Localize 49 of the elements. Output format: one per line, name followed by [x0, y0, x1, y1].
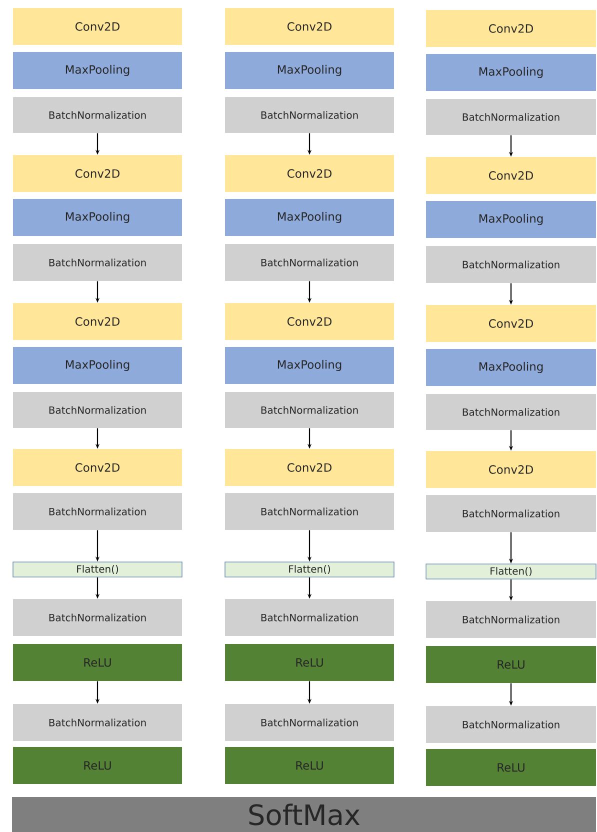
activation-layer-box: ReLU	[426, 749, 596, 786]
activation-layer-box: ReLU	[13, 747, 182, 784]
activation-layer-box: ReLU	[13, 644, 182, 681]
conv-layer-box: Conv2D	[13, 155, 182, 192]
normalization-layer-box: BatchNormalization	[13, 599, 182, 636]
pooling-layer-box: MaxPooling	[426, 349, 596, 386]
output-layer-box: SoftMax	[12, 797, 596, 832]
normalization-layer-box: BatchNormalization	[225, 392, 394, 428]
conv-layer-box: Conv2D	[13, 449, 182, 486]
conv-layer-box: Conv2D	[13, 8, 182, 45]
normalization-layer-box: BatchNormalization	[225, 244, 394, 281]
activation-layer-box: ReLU	[426, 646, 596, 683]
normalization-layer-box: BatchNormalization	[13, 244, 182, 281]
activation-layer-box: ReLU	[225, 747, 394, 784]
conv-layer-box: Conv2D	[426, 157, 596, 194]
conv-layer-box: Conv2D	[13, 303, 182, 340]
pooling-layer-box: MaxPooling	[13, 199, 182, 236]
conv-layer-box: Conv2D	[225, 449, 394, 486]
normalization-layer-box: BatchNormalization	[13, 704, 182, 741]
pooling-layer-box: MaxPooling	[225, 52, 394, 89]
conv-layer-box: Conv2D	[225, 303, 394, 340]
pooling-layer-box: MaxPooling	[225, 347, 394, 384]
normalization-layer-box: BatchNormalization	[225, 704, 394, 741]
flatten-layer-box: Flatten()	[12, 562, 182, 578]
normalization-layer-box: BatchNormalization	[426, 394, 596, 430]
normalization-layer-box: BatchNormalization	[225, 97, 394, 133]
pooling-layer-box: MaxPooling	[426, 201, 596, 238]
conv-layer-box: Conv2D	[426, 10, 596, 47]
normalization-layer-box: BatchNormalization	[426, 601, 596, 638]
normalization-layer-box: BatchNormalization	[426, 495, 596, 532]
conv-layer-box: Conv2D	[426, 305, 596, 342]
normalization-layer-box: BatchNormalization	[225, 599, 394, 636]
pooling-layer-box: MaxPooling	[225, 199, 394, 236]
pooling-layer-box: MaxPooling	[426, 54, 596, 91]
conv-layer-box: Conv2D	[225, 155, 394, 192]
flatten-layer-box: Flatten()	[224, 562, 394, 578]
normalization-layer-box: BatchNormalization	[13, 97, 182, 133]
pooling-layer-box: MaxPooling	[13, 347, 182, 384]
conv-layer-box: Conv2D	[225, 8, 394, 45]
flatten-layer-box: Flatten()	[426, 564, 596, 580]
conv-layer-box: Conv2D	[426, 451, 596, 488]
normalization-layer-box: BatchNormalization	[225, 493, 394, 530]
normalization-layer-box: BatchNormalization	[426, 706, 596, 743]
normalization-layer-box: BatchNormalization	[426, 99, 596, 135]
normalization-layer-box: BatchNormalization	[13, 392, 182, 428]
activation-layer-box: ReLU	[225, 644, 394, 681]
pooling-layer-box: MaxPooling	[13, 52, 182, 89]
normalization-layer-box: BatchNormalization	[13, 493, 182, 530]
normalization-layer-box: BatchNormalization	[426, 246, 596, 283]
